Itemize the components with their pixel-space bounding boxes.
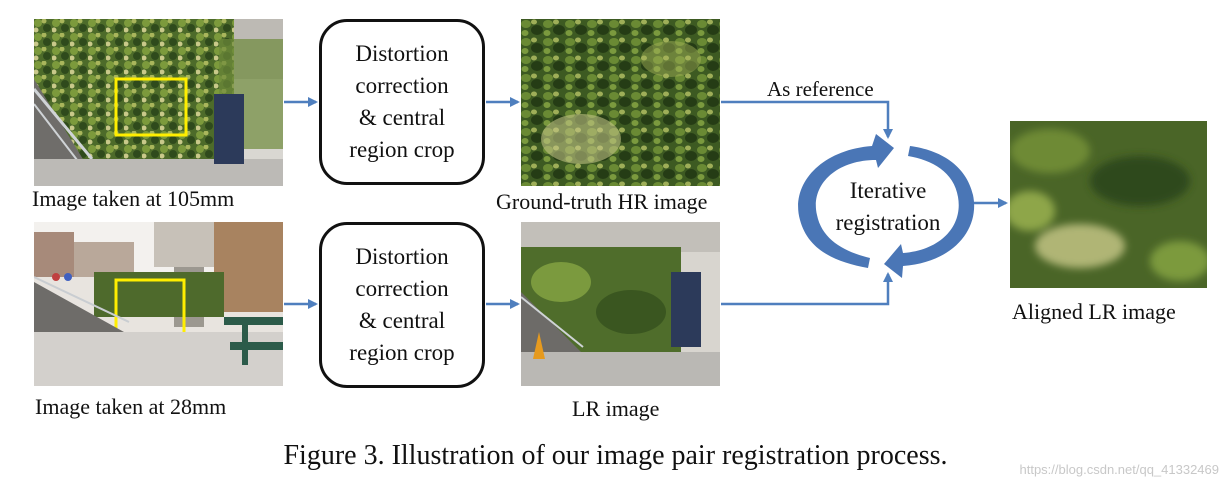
- distortion-correction-box-bottom: Distortion correction & central region c…: [319, 222, 485, 388]
- aligned-lr-label: Aligned LR image: [1012, 299, 1176, 324]
- tele-photo-label: Image taken at 105mm: [32, 186, 235, 211]
- box-line: correction: [355, 73, 449, 98]
- hr-image: [521, 19, 720, 186]
- photo-28mm: [34, 222, 283, 386]
- box-line: Distortion: [355, 41, 449, 66]
- watermark: https://blog.csdn.net/qq_41332469: [1019, 462, 1220, 477]
- distortion-correction-box-top: Distortion correction & central region c…: [319, 19, 485, 185]
- box-line: correction: [355, 276, 449, 301]
- wide-photo-label: Image taken at 28mm: [35, 394, 227, 419]
- registration-line-1: Iterative: [849, 178, 927, 203]
- iterative-registration-label: Iterative registration: [815, 175, 961, 239]
- iterative-cycle-icon: [798, 134, 975, 278]
- lr-image: [521, 222, 720, 386]
- lr-image-label: LR image: [572, 396, 660, 421]
- aligned-lr-image: [1010, 121, 1207, 288]
- box-line: & central: [358, 105, 446, 130]
- photo-105mm: [34, 19, 283, 186]
- reference-label: As reference: [767, 77, 874, 101]
- box-line: & central: [358, 308, 446, 333]
- box-line: region crop: [349, 137, 455, 162]
- figure-caption: Figure 3. Illustration of our image pair…: [283, 440, 948, 471]
- arrow-hr-to-registration: [721, 100, 893, 139]
- box-line: Distortion: [355, 244, 449, 269]
- hr-image-label: Ground-truth HR image: [496, 189, 708, 214]
- box-line: region crop: [349, 340, 455, 365]
- registration-line-2: registration: [835, 210, 941, 235]
- arrow-lr-to-registration: [721, 272, 893, 306]
